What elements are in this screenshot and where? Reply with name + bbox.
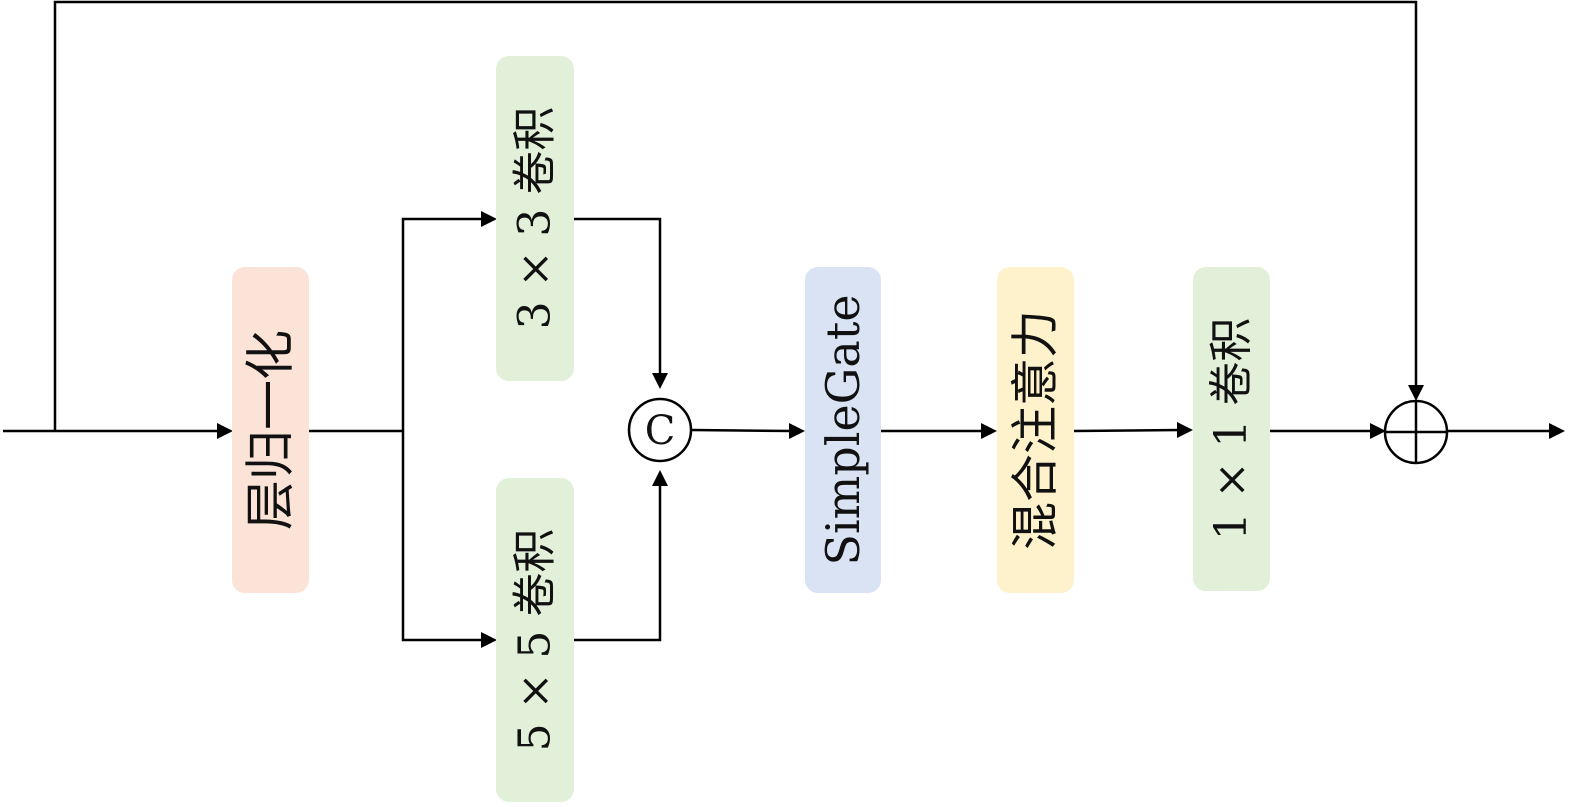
- layer-norm-block: 层归一化: [232, 267, 309, 593]
- simplegate-label: SimpleGate: [816, 294, 870, 565]
- conv5-to-concat: [574, 484, 662, 642]
- layer-norm-box: [232, 267, 309, 593]
- arrow-into-add: [1370, 423, 1386, 439]
- concat-node: C: [627, 397, 693, 463]
- concat-circle: [627, 397, 693, 463]
- arrow-output: [1549, 423, 1565, 439]
- mixed-attention-label: 混合注意力: [1008, 310, 1064, 550]
- conv3-label: 3 × 3 卷积: [510, 107, 561, 330]
- arrow-to-conv5: [481, 632, 497, 648]
- conv1-label: 1 × 1 卷积: [1206, 318, 1257, 541]
- conv5-box: [496, 478, 574, 802]
- arrow-to-conv1: [1177, 422, 1193, 438]
- arrow-to-add: [1408, 385, 1424, 401]
- add-node: [1383, 399, 1449, 465]
- mixed-attention-box: [997, 267, 1074, 593]
- conv3-box: [496, 56, 574, 381]
- conv3-block: 3 × 3 卷积: [496, 56, 574, 381]
- connections: [3, 0, 1565, 648]
- layer-norm-label: 层归一化: [242, 330, 300, 530]
- concat-label: C: [645, 408, 676, 454]
- arrow-to-attention: [981, 423, 997, 439]
- arrow-to-layer-norm: [217, 423, 233, 439]
- skip-connection: [53, 0, 1418, 431]
- branch-upper: [401, 217, 484, 431]
- simplegate-box: [805, 267, 881, 593]
- conv1-box: [1193, 267, 1270, 591]
- mixed-attention-block: 混合注意力: [997, 267, 1074, 593]
- simplegate-block: SimpleGate: [805, 267, 881, 593]
- arrow-into-concat-bottom: [652, 470, 668, 486]
- conv5-label: 5 × 5 卷积: [510, 529, 561, 752]
- branch-lower: [401, 431, 484, 642]
- conv1-block: 1 × 1 卷积: [1193, 267, 1270, 591]
- conv3-to-concat: [574, 217, 662, 376]
- concat-to-simplegate: [691, 428, 793, 433]
- conv5-block: 5 × 5 卷积: [496, 478, 574, 802]
- attention-to-conv1: [1073, 428, 1181, 433]
- arrow-to-conv3: [481, 211, 497, 227]
- arrow-to-simplegate: [789, 423, 805, 439]
- arrow-into-concat-top: [652, 373, 668, 389]
